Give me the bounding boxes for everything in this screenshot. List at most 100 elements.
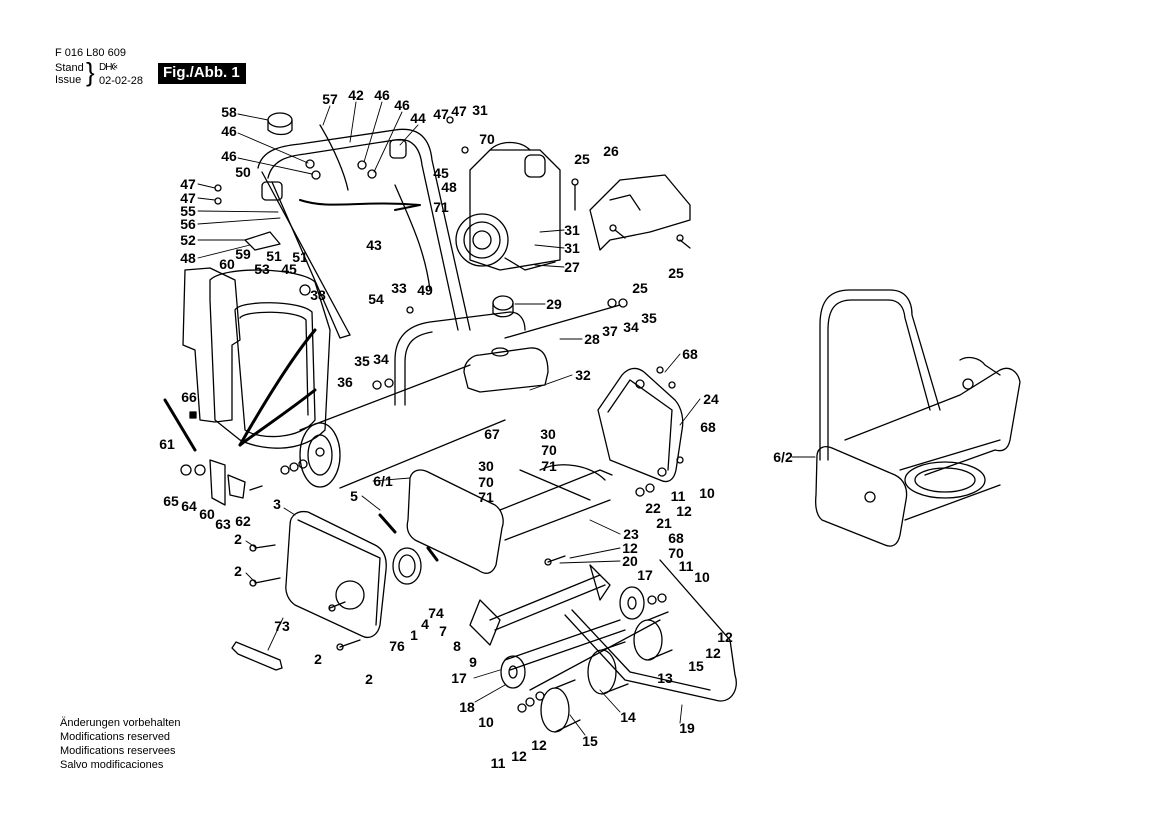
leader-lines xyxy=(197,101,816,736)
part-callout-38: 38 xyxy=(310,287,326,303)
part-callout-29: 29 xyxy=(546,296,562,312)
part-callout-66: 66 xyxy=(181,389,197,405)
part-callout-71: 71 xyxy=(478,489,494,505)
part-callout-46: 46 xyxy=(221,148,237,164)
part-callout-46: 46 xyxy=(221,123,237,139)
part-callout-10: 10 xyxy=(478,714,494,730)
part-callout-2: 2 xyxy=(234,563,242,579)
part-callout-35: 35 xyxy=(354,353,370,369)
part-callout-12: 12 xyxy=(717,629,733,645)
part-callout-21: 21 xyxy=(656,515,672,531)
note-fr: Modifications reservees xyxy=(60,745,176,757)
part-callout-73: 73 xyxy=(274,618,290,634)
part-callout-12: 12 xyxy=(676,503,692,519)
part-callout-20: 20 xyxy=(622,553,638,569)
roller-segments xyxy=(529,611,673,733)
part-callout-65: 65 xyxy=(163,493,179,509)
front-handle-frame xyxy=(394,311,526,406)
part-callout-4: 4 xyxy=(421,616,429,632)
part-callout-47: 47 xyxy=(180,176,196,192)
engine xyxy=(455,141,561,271)
part-callout-31: 31 xyxy=(564,222,580,238)
part-callout-48: 48 xyxy=(180,250,196,266)
side-plate-left xyxy=(285,510,387,639)
bearing-housing xyxy=(378,513,439,585)
part-callout-46: 46 xyxy=(374,87,390,103)
part-callout-6-2: 6/2 xyxy=(773,449,793,465)
part-callout-57: 57 xyxy=(322,91,338,107)
part-callout-70: 70 xyxy=(479,131,495,147)
part-callout-34: 34 xyxy=(373,351,389,367)
note-de: Änderungen vorbehalten xyxy=(60,717,181,729)
part-callout-74: 74 xyxy=(428,605,444,621)
rear-roller xyxy=(280,364,506,489)
part-callout-18: 18 xyxy=(459,699,475,715)
part-callout-71: 71 xyxy=(433,199,449,215)
side-plate-right xyxy=(597,367,684,483)
part-callout-22: 22 xyxy=(645,500,661,516)
part-callout-12: 12 xyxy=(531,737,547,753)
issue-label: Issue xyxy=(55,74,82,86)
part-callout-42: 42 xyxy=(348,87,364,103)
part-callout-60: 60 xyxy=(219,256,235,272)
part-callout-37: 37 xyxy=(602,323,618,339)
part-callout-36: 36 xyxy=(337,374,353,390)
part-callout-70: 70 xyxy=(478,474,494,490)
part-callout-32: 32 xyxy=(575,367,591,383)
part-callout-3: 3 xyxy=(273,496,281,512)
part-callout-43: 43 xyxy=(366,237,382,253)
part-callout-67: 67 xyxy=(484,426,500,442)
part-callout-12: 12 xyxy=(622,540,638,556)
part-callout-27: 27 xyxy=(564,259,580,275)
roller-wheels xyxy=(500,586,645,689)
part-callout-24: 24 xyxy=(703,391,719,407)
part-callout-17: 17 xyxy=(637,567,653,583)
issue-date: 02-02-28 xyxy=(99,75,144,87)
part-callout-55: 55 xyxy=(180,203,196,219)
part-callout-51: 51 xyxy=(292,249,308,265)
part-callout-51: 51 xyxy=(266,248,282,264)
part-callout-2: 2 xyxy=(365,671,373,687)
part-callout-52: 52 xyxy=(180,232,196,248)
part-callout-25: 25 xyxy=(632,280,648,296)
part-callout-11: 11 xyxy=(490,755,506,771)
part-callout-2: 2 xyxy=(234,531,242,547)
part-callout-45: 45 xyxy=(281,261,297,277)
part-callout-50: 50 xyxy=(235,164,251,180)
part-callout-30: 30 xyxy=(540,426,556,442)
part-callout-64: 64 xyxy=(181,498,197,514)
part-callout-10: 10 xyxy=(694,569,710,585)
part-callout-68: 68 xyxy=(668,530,684,546)
engine-cover xyxy=(589,174,691,251)
part-callout-17: 17 xyxy=(451,670,467,686)
part-callout-46: 46 xyxy=(394,97,410,113)
part-callout-45: 45 xyxy=(433,165,449,181)
part-callout-47: 47 xyxy=(451,103,467,119)
part-callout-8: 8 xyxy=(453,638,461,654)
part-callout-33: 33 xyxy=(391,280,407,296)
assembled-cutting-unit xyxy=(815,289,1021,547)
part-callout-48: 48 xyxy=(441,179,457,195)
cutting-cylinder-frame xyxy=(406,464,613,574)
part-callout-44: 44 xyxy=(410,110,426,126)
part-callout-49: 49 xyxy=(417,282,433,298)
brace-symbol: } xyxy=(86,57,95,87)
part-callout-13: 13 xyxy=(657,670,673,686)
part-callout-53: 53 xyxy=(254,261,270,277)
part-callout-28: 28 xyxy=(584,331,600,347)
stand-value: DH⨴ xyxy=(99,62,118,73)
part-callout-31: 31 xyxy=(472,102,488,118)
note-es: Salvo modificaciones xyxy=(60,759,164,771)
part-callout-19: 19 xyxy=(679,720,695,736)
grass-box xyxy=(182,267,331,449)
part-callout-68: 68 xyxy=(682,346,698,362)
scraper-bar xyxy=(564,559,737,702)
part-callout-71: 71 xyxy=(541,458,557,474)
part-callout-60: 60 xyxy=(199,506,215,522)
part-callout-5: 5 xyxy=(350,488,358,504)
modification-notes: Änderungen vorbehalten Modifications res… xyxy=(60,716,180,772)
part-callout-59: 59 xyxy=(235,246,251,262)
throttle-cable xyxy=(299,124,431,291)
part-callout-1: 1 xyxy=(410,627,418,643)
